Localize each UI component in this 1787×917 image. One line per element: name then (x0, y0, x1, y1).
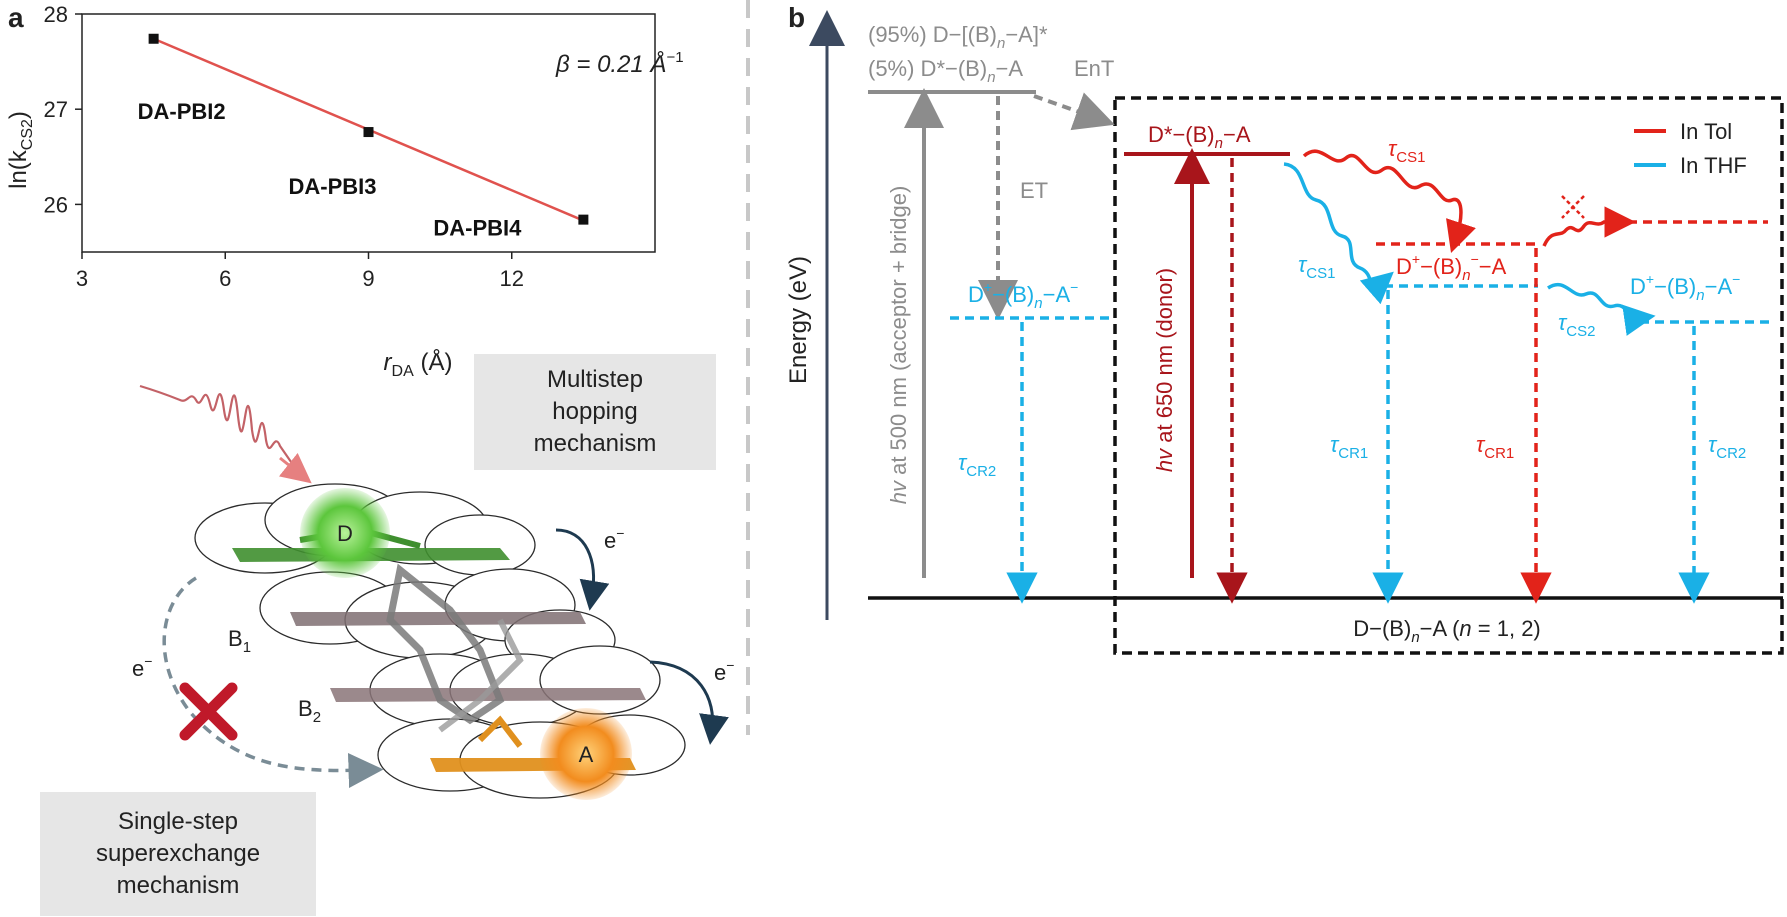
right-cs-state-label: D+−(B)n−A− (1630, 271, 1740, 304)
bridge-2-label: B2 (298, 696, 321, 726)
ent-arrow (1033, 92, 1115, 131)
single-step-superexchange-box: Single-step superexchange mechanism (40, 792, 316, 916)
ent-label: EnT (1074, 56, 1114, 81)
beta-annotation: β = 0.21 Å−1 (555, 49, 684, 78)
ground-state-label: D−(B)n−A (n = 1, 2) (1353, 616, 1541, 646)
energy-axis-label: Energy (eV) (785, 256, 812, 384)
et-label: ET (1020, 178, 1048, 203)
energy-level-diagram: Energy (eV) D−(B)n−A (n = 1, 2) (95%) D−… (785, 10, 1784, 655)
tol-cs2-blocked-wavy-arrow (1542, 206, 1636, 247)
bridge-1-label: B1 (228, 626, 251, 656)
hv-650-label: hv at 650 nm (donor) (1152, 268, 1177, 472)
thf-cs2-wavy-arrow (1547, 282, 1656, 336)
x-tick-label: 6 (219, 266, 231, 291)
left-cr2-label: τCR2 (958, 450, 996, 480)
panel-a-letter: a (8, 2, 24, 33)
tol-cr1-label: τCR1 (1476, 432, 1514, 462)
data-point (148, 33, 159, 44)
acceptor-label: A (579, 742, 594, 767)
excited-acceptor-bridge-label: (95%) D−[(B)n−A]* (868, 22, 1048, 52)
data-point (578, 214, 589, 225)
legend-thf-label: In THF (1680, 153, 1747, 178)
y-tick-label: 26 (44, 192, 68, 217)
middle-cs-state-label: D+−(B)n−−A (1396, 251, 1507, 284)
light-pulse-icon (139, 384, 299, 473)
thf-cs2-label: τCS2 (1558, 310, 1595, 340)
tol-cs1-label: τCS1 (1388, 136, 1425, 166)
superexchange-arrow (162, 576, 384, 789)
hop-arrow-1 (555, 528, 610, 611)
thf-cs1-wavy-arrow (1283, 162, 1394, 305)
donor-bridge-acceptor-molecule-illustration: D A B1 B2 e− e− e− (132, 384, 734, 800)
x-tick-label: 3 (76, 266, 88, 291)
left-cs-state-label: D+−(B)n−A− (968, 279, 1078, 312)
blocked-cs2-x-icon (1561, 195, 1585, 219)
donor-sphere (300, 488, 390, 578)
hop-electron-1: e− (604, 525, 624, 553)
y-axis-label: ln(kCS2) (5, 111, 36, 189)
solvent-states-box (1113, 96, 1784, 655)
legend-tol-label: In Tol (1680, 119, 1732, 144)
data-point-label: DA-PBI3 (289, 174, 377, 199)
panel-divider (746, 0, 750, 735)
hv-500-label: hv at 500 nm (acceptor + bridge) (886, 186, 911, 505)
multistep-hopping-box: Multistep hopping mechanism (474, 354, 716, 470)
x-tick-label: 9 (362, 266, 374, 291)
acceptor-sphere (540, 708, 632, 800)
donor-label: D (337, 521, 353, 546)
thf-cs1-label: τCS1 (1298, 252, 1335, 282)
data-point-label: DA-PBI2 (138, 99, 226, 124)
hop-arrow-2 (649, 660, 729, 745)
tol-cs1-wavy-arrow (1302, 149, 1476, 253)
right-cr2-label: τCR2 (1708, 432, 1746, 462)
blocked-x-icon (179, 682, 238, 741)
x-axis-label: rDA (Å) (384, 348, 453, 380)
thf-cr1-label: τCR1 (1330, 432, 1368, 462)
donor-excited-label: D*−(B)n−A (1148, 122, 1251, 152)
excited-donor-mix-label: (5%) D*−(B)n−A (868, 56, 1023, 86)
hop-electron-2: e− (714, 657, 734, 685)
x-tick-label: 12 (500, 266, 524, 291)
data-point (363, 127, 374, 138)
legend: In Tol In THF (1634, 119, 1747, 178)
y-tick-label: 28 (44, 2, 68, 27)
data-point-label: DA-PBI4 (433, 216, 522, 241)
panel-b-letter: b (788, 2, 806, 33)
superexchange-electron: e− (132, 653, 152, 681)
y-tick-label: 27 (44, 97, 68, 122)
